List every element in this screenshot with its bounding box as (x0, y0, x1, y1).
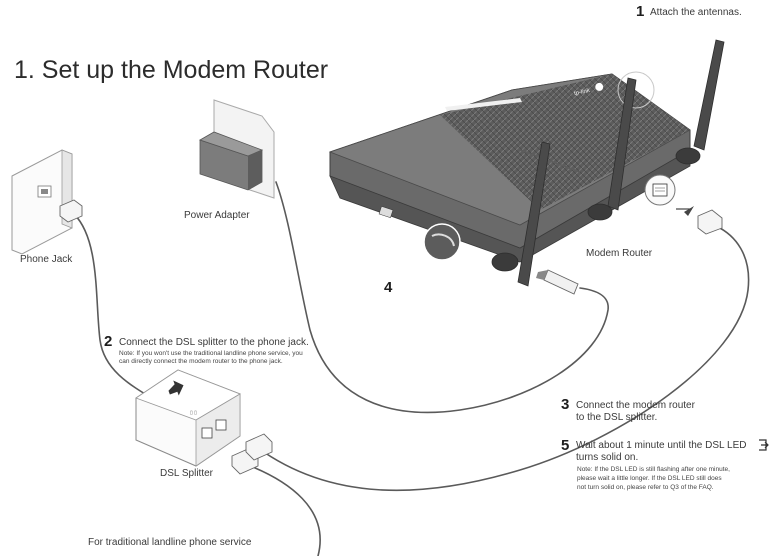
svg-text:▯ ▯: ▯ ▯ (190, 410, 197, 416)
tp-link-logo: tp-link (574, 82, 604, 97)
step-1-text: Attach the antennas. (650, 7, 742, 18)
svg-text:tp-link: tp-link (574, 88, 592, 97)
cables (73, 181, 750, 556)
landline-label: For traditional landline phone service (88, 537, 252, 548)
antenna-callout (617, 71, 655, 109)
modem-router: tp-link (328, 71, 691, 263)
step-1-number: 1 (636, 3, 645, 20)
phone-jack-label: Phone Jack (20, 254, 73, 265)
step-3-line1: Connect the modem router (576, 400, 695, 411)
antenna-3 (517, 141, 551, 287)
antenna-2 (607, 77, 637, 211)
modem-router-label: Modem Router (586, 248, 653, 259)
step-3-line2: to the DSL splitter. (576, 412, 658, 423)
power-plug (536, 269, 579, 295)
dsl-splitter-label: DSL Splitter (160, 468, 213, 479)
power-button-callout (423, 223, 461, 261)
antenna-1 (693, 39, 725, 151)
landline-cable (239, 461, 321, 556)
antennas (491, 39, 725, 287)
step-2-note-line1: Note: If you won't use the traditional l… (119, 350, 303, 357)
dsl-plug (676, 206, 723, 235)
dsl-cable (257, 225, 750, 492)
phone-jack-cable (73, 213, 156, 401)
page-title: 1. Set up the Modem Router (14, 56, 329, 84)
step-5-number: 5 (561, 437, 570, 454)
step-2-text: Connect the DSL splitter to the phone ja… (119, 337, 309, 348)
phone-jack (11, 149, 83, 255)
step-3-number: 3 (561, 396, 570, 413)
power-adapter-label: Power Adapter (184, 210, 250, 221)
step-5-note-line3: not turn solid on, please refer to Q3 of… (577, 484, 714, 491)
step-5-line2: turns solid on. (576, 452, 639, 463)
dsl-splitter: ▯ ▯ (135, 369, 273, 475)
step-4-number: 4 (384, 279, 393, 296)
step-5-note-line2: please wait a little longer. If the DSL … (577, 475, 722, 482)
power-adapter (199, 99, 275, 199)
step-2-number: 2 (104, 333, 113, 350)
dsl-led-icon (758, 438, 769, 451)
step-2-note-line2: can directly connect the modem router to… (119, 358, 283, 365)
step-5-line1: Wait about 1 minute until the DSL LED (576, 440, 747, 451)
step-5-note-line1: Note: If the DSL LED is still flashing a… (577, 466, 730, 473)
power-cable (275, 181, 609, 414)
